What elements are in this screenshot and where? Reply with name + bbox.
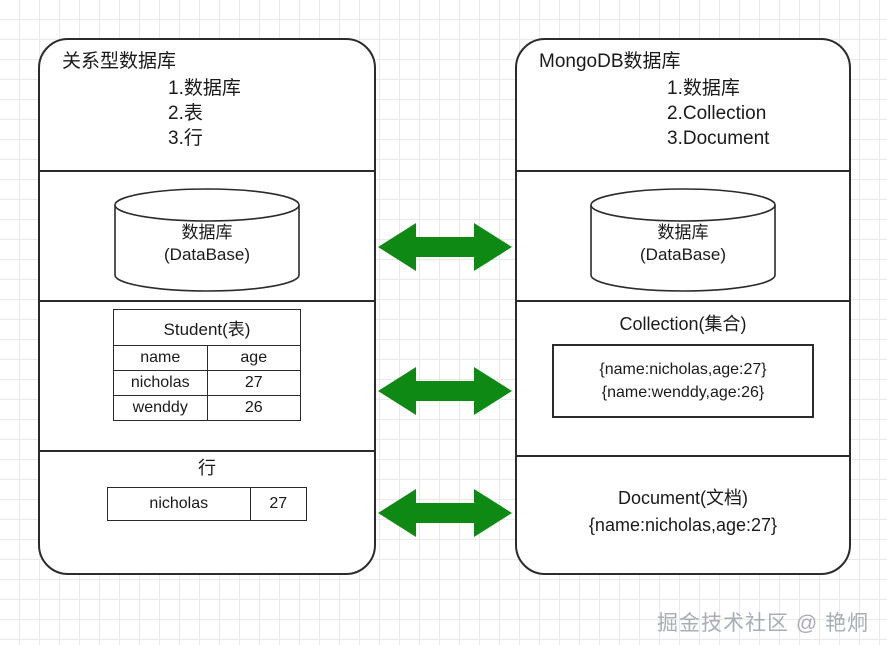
student-table-title: Student(表) [113, 309, 301, 346]
table-row: nicholas 27 [107, 487, 308, 521]
left-concept-item-2: 2.表 [168, 103, 203, 124]
cell-age: 26 [206, 395, 301, 421]
column-header-age: age [206, 345, 301, 371]
left-row-section: 行 nicholas 27 [40, 450, 374, 573]
right-divider-2 [517, 300, 849, 302]
row-document-equivalence-arrow [378, 487, 512, 539]
cell-age: 27 [206, 370, 301, 396]
table-title-row: Student(表) [113, 309, 301, 346]
left-database-section: 数据库 (DataBase) [40, 170, 374, 300]
collection-document-2: {name:wenddy,age:26} [601, 384, 765, 401]
row-section-heading: 行 [198, 458, 216, 478]
column-header-name: name [113, 345, 208, 371]
cell-name: nicholas [113, 370, 208, 396]
collection-section-heading: Collection(集合) [619, 314, 747, 334]
right-divider-1 [517, 170, 849, 172]
right-document-section: Document(文档) {name:nicholas,age:27} [517, 455, 849, 573]
left-concept-item-3: 3.行 [168, 128, 203, 149]
right-concept-list: 1.数据库 2.Collection 3.Document [517, 76, 849, 151]
right-concept-item-1: 1.数据库 [667, 78, 740, 99]
right-collection-section: Collection(集合) {name:nicholas,age:27} {n… [517, 300, 849, 455]
document-section-heading: Document(文档) [617, 488, 749, 508]
database-cylinder-icon: 数据库 (DataBase) [590, 188, 776, 292]
database-cylinder-icon: 数据库 (DataBase) [114, 188, 300, 292]
right-header-section: MongoDB数据库 1.数据库 2.Collection 3.Document [517, 40, 849, 170]
left-concept-item-1: 1.数据库 [168, 78, 241, 99]
document-section-body: {name:nicholas,age:27} [588, 515, 778, 535]
table-header-row: name age [113, 345, 301, 371]
left-concept-list: 1.数据库 2.表 3.行 [40, 76, 374, 151]
database-equivalence-arrow [378, 221, 512, 273]
left-panel-title: 关系型数据库 [62, 51, 177, 72]
right-concept-item-2: 2.Collection [667, 103, 767, 124]
left-divider-1 [40, 170, 374, 172]
left-header-section: 关系型数据库 1.数据库 2.表 3.行 [40, 40, 374, 170]
cell-name: wenddy [113, 395, 208, 421]
right-divider-3 [517, 455, 849, 457]
cell-age: 27 [249, 487, 308, 521]
document-block: Document(文档) {name:nicholas,age:27} [517, 485, 849, 539]
watermark: 掘金技术社区 @ 艳炯 [657, 612, 869, 635]
left-divider-2 [40, 300, 374, 302]
relational-database-panel: 关系型数据库 1.数据库 2.表 3.行 数据库 (DataBase) [38, 38, 376, 575]
collection-documents-box: {name:nicholas,age:27} {name:wenddy,age:… [552, 344, 814, 418]
right-concept-item-3: 3.Document [667, 128, 770, 149]
left-divider-3 [40, 450, 374, 452]
table-collection-equivalence-arrow [378, 365, 512, 417]
right-database-section: 数据库 (DataBase) [517, 170, 849, 300]
table-row: wenddy 26 [113, 395, 301, 421]
cell-name: nicholas [107, 487, 251, 521]
student-table: Student(表) name age nicholas 27 wenddy 2… [113, 309, 301, 421]
left-table-section: Student(表) name age nicholas 27 wenddy 2… [40, 300, 374, 450]
collection-document-1: {name:nicholas,age:27} [599, 361, 767, 378]
right-panel-title: MongoDB数据库 [539, 51, 681, 72]
table-row: nicholas 27 [113, 370, 301, 396]
mongodb-database-panel: MongoDB数据库 1.数据库 2.Collection 3.Document… [515, 38, 851, 575]
single-row-table: nicholas 27 [107, 487, 308, 521]
